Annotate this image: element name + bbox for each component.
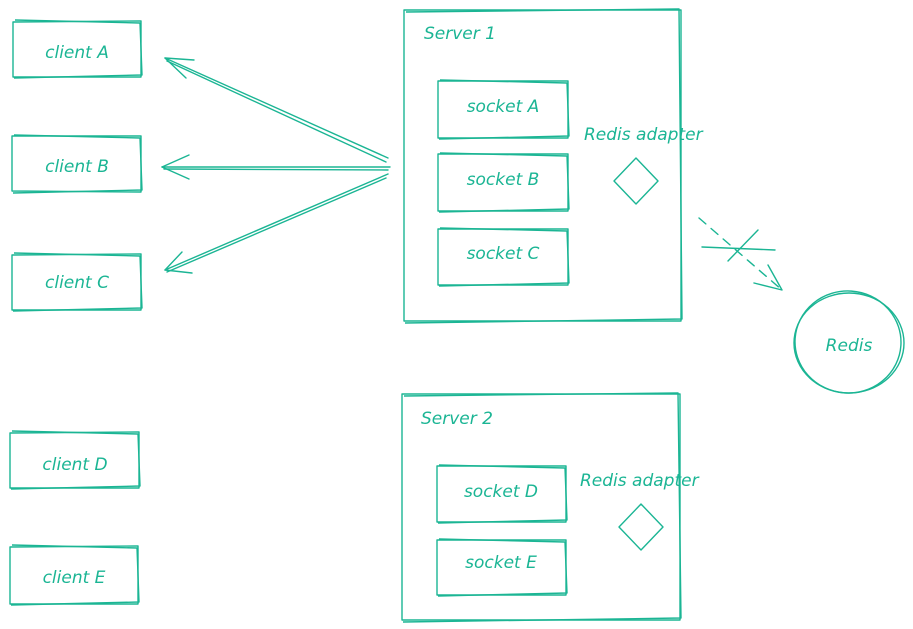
server-2-box: Server 2 <box>401 392 682 623</box>
arrow-server1-client-c <box>164 173 389 274</box>
socket-a-label: socket A <box>467 97 540 117</box>
socket-d-label: socket D <box>464 482 538 502</box>
socket-d-box: socket D <box>436 464 568 524</box>
socket-e-label: socket E <box>465 553 537 573</box>
client-b-box: client B <box>11 134 143 194</box>
redis-adapter-1-diamond-icon <box>613 157 659 205</box>
client-c-label: client C <box>45 273 109 293</box>
client-a-label: client A <box>45 43 109 63</box>
socket-b-label: socket B <box>467 170 540 190</box>
socket-a-box: socket A <box>437 79 570 140</box>
server-2-title: Server 2 <box>421 409 493 429</box>
client-d-box: client D <box>9 430 141 490</box>
client-d-label: client D <box>42 455 107 475</box>
socket-c-box: socket C <box>437 227 570 287</box>
server-1-title: Server 1 <box>424 24 496 44</box>
redis-node: Redis <box>793 290 905 394</box>
broken-link-to-redis <box>698 217 783 291</box>
client-a-box: client A <box>12 19 143 79</box>
socket-b-box: socket B <box>437 152 570 213</box>
arrow-server1-client-a <box>164 57 389 163</box>
redis-adapter-1-label: Redis adapter <box>584 125 704 145</box>
redis-label: Redis <box>826 336 873 356</box>
client-e-label: client E <box>43 568 106 588</box>
socket-e-box: socket E <box>436 538 568 597</box>
client-e-box: client E <box>9 544 140 606</box>
socket-c-label: socket C <box>467 244 540 264</box>
arrow-server1-client-b <box>161 154 391 180</box>
redis-adapter-2-diamond-icon <box>618 503 664 551</box>
client-c-box: client C <box>11 252 143 312</box>
client-b-label: client B <box>45 157 109 177</box>
redis-adapter-2-label: Redis adapter <box>580 471 700 491</box>
server-1-box: Server 1 <box>403 8 683 324</box>
